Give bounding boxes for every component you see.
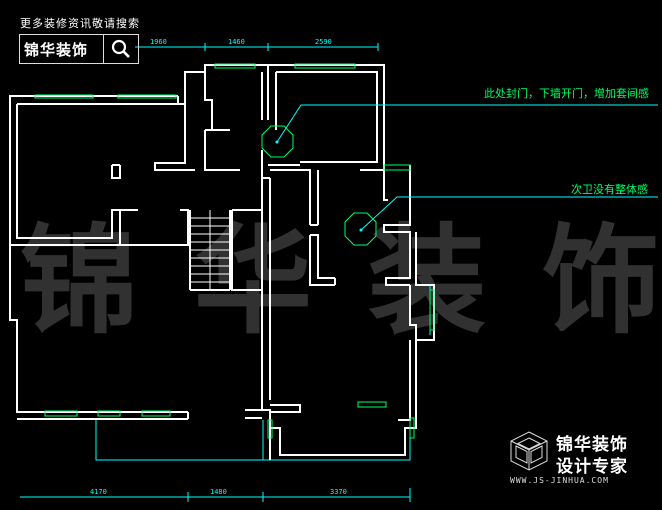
dim-top-1: 1960 bbox=[150, 38, 167, 46]
windows bbox=[34, 63, 435, 439]
annotation-leaders bbox=[276, 104, 658, 231]
annotation-markers bbox=[261, 125, 377, 246]
bottom-dimension-lines bbox=[20, 488, 411, 502]
stair-treads bbox=[190, 210, 230, 290]
top-note: 更多装修资讯敬请搜索 bbox=[20, 17, 140, 30]
dim-bottom-1: 4170 bbox=[90, 488, 107, 496]
dim-top-2: 1460 bbox=[228, 38, 245, 46]
annotation-note-2: 次卫没有整体感 bbox=[571, 183, 648, 196]
brand-block: 锦华装饰 设计专家 WWW.JS-JINHUA.COM bbox=[508, 430, 658, 490]
search-icon[interactable] bbox=[103, 35, 138, 63]
logo-search-box[interactable]: 锦华装饰 bbox=[19, 34, 139, 64]
dim-top-3: 2590 bbox=[315, 38, 332, 46]
brand-url: WWW.JS-JINHUA.COM bbox=[510, 476, 609, 485]
logo-text: 锦华装饰 bbox=[24, 40, 89, 59]
annotation-dot bbox=[359, 228, 363, 232]
brand-name: 锦华装饰 bbox=[556, 435, 628, 455]
annotation-note-1: 此处封门，下墙开门，增加套间感 bbox=[484, 87, 649, 100]
dim-bottom-3: 3370 bbox=[330, 488, 347, 496]
top-dimension-lines bbox=[135, 43, 379, 51]
cube-logo-icon bbox=[510, 431, 548, 471]
brand-tagline: 设计专家 bbox=[556, 457, 628, 477]
annotation-dot bbox=[275, 140, 279, 144]
dim-bottom-2: 1480 bbox=[210, 488, 227, 496]
walls bbox=[9, 64, 435, 460]
